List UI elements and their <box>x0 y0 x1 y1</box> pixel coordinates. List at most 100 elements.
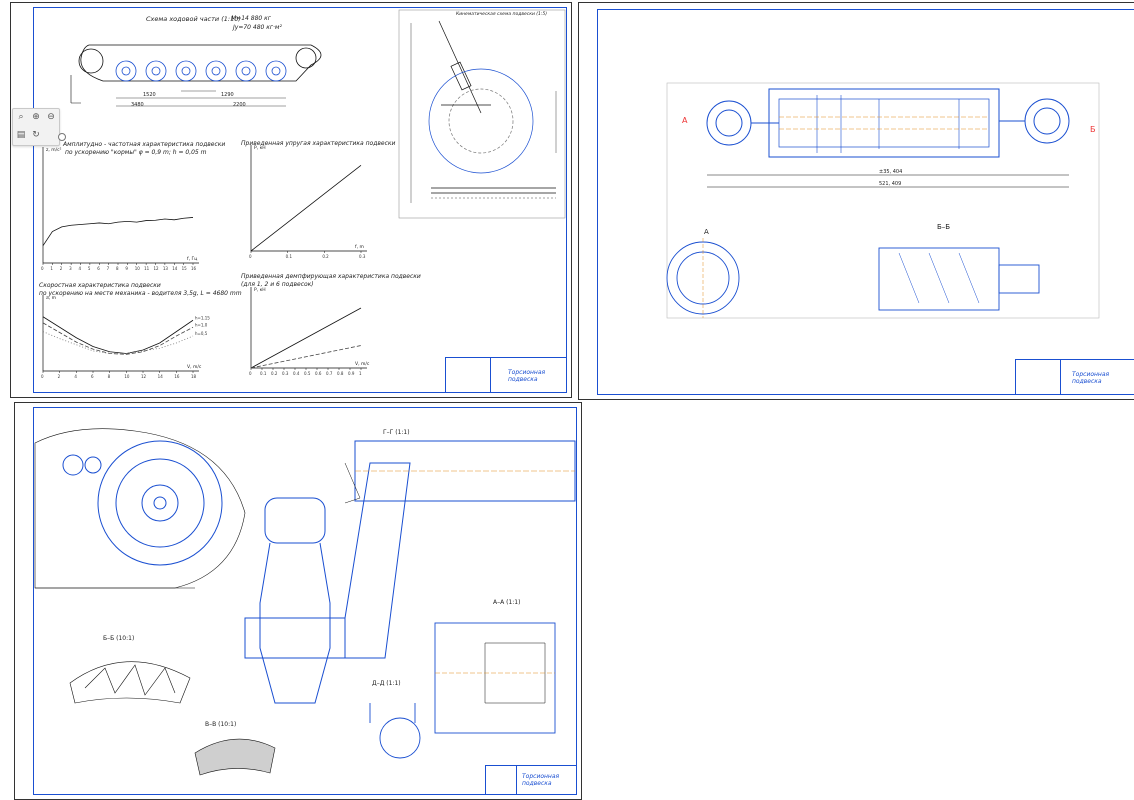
section-aa-label: А–А (1:1) <box>493 599 521 606</box>
x-tick-label: 0.6 <box>315 371 322 376</box>
x-tick-label: 0.5 <box>304 371 311 376</box>
x-tick-label: 0.1 <box>260 371 267 376</box>
chart1-title-line1: Амплитудно - частотная характеристика по… <box>63 141 226 148</box>
x-tick-label: 14 <box>158 374 164 379</box>
title-block-sheet-2: Торсионная подвеска <box>1015 359 1134 395</box>
title-block-title-line1: Торсионная <box>522 773 560 780</box>
sheet-3-drawing <box>34 428 576 776</box>
section-dd-label: Д–Д (1:1) <box>372 680 401 687</box>
x-tick-label: 0.4 <box>293 371 300 376</box>
x-tick-label: 6 <box>97 266 100 271</box>
series-line-2 <box>42 331 194 354</box>
x-tick-label: 4 <box>79 266 82 271</box>
track-scheme <box>70 44 322 107</box>
mass-text: M=14 880 кг <box>231 15 271 22</box>
y-axis-label: P, кН <box>254 287 266 293</box>
dim-1290: 1290 <box>221 92 234 98</box>
x-tick-label: 12 <box>141 374 147 379</box>
x-tick-label: 15 <box>182 266 188 271</box>
sheet-1-chassis-characteristics: Схема ходовой части (1:10) M=14 880 кг J… <box>10 2 572 398</box>
section-dd-drawing <box>369 703 421 759</box>
x-tick-label: 0 <box>249 254 252 259</box>
damper-view-box <box>666 82 1100 319</box>
page-icon[interactable]: ▤ <box>16 130 26 140</box>
zoom-fit-icon[interactable]: ⌕ <box>18 112 24 122</box>
viewer-toolbar: ⌕ ⊕ ⊖ ▤ ↻ <box>12 108 60 146</box>
x-tick-label: 0.3 <box>282 371 289 376</box>
y-axis-label: a, m <box>46 296 56 301</box>
x-axis-label: f, Гц <box>187 256 197 262</box>
x-tick-label: 0 <box>41 266 44 271</box>
chart4-title-line1: Приведенная демпфирующая характеристика … <box>241 273 421 280</box>
x-tick-label: 0 <box>249 371 252 376</box>
chart3-title-line2: по ускорению на месте механика - водител… <box>39 290 242 297</box>
x-tick-label: 0.8 <box>337 371 344 376</box>
zoom-out-icon[interactable]: ⊖ <box>47 112 55 122</box>
x-tick-label: 8 <box>108 374 111 379</box>
x-tick-label: 9 <box>125 266 128 271</box>
series-line-1 <box>250 345 362 369</box>
idler-hub-view <box>34 428 246 589</box>
series-line-1 <box>42 322 194 355</box>
x-tick-label: 1 <box>50 266 53 271</box>
dim-total-1: ±35, 404 <box>879 169 902 175</box>
chart-axes <box>42 147 199 264</box>
x-tick-label: 13 <box>163 266 169 271</box>
series-line-0 <box>250 164 362 252</box>
marker-a-left: А <box>682 116 688 125</box>
sheet-1-frame <box>33 7 567 393</box>
x-tick-label: 18 <box>191 374 197 379</box>
view-a-detail <box>666 238 740 318</box>
chart-axes <box>42 295 199 372</box>
series-line-0 <box>42 316 194 354</box>
section-bb-label: Б–Б <box>937 223 951 231</box>
road-wheel-and-arm <box>244 440 576 704</box>
section-vv-drawing <box>194 738 276 776</box>
series-label-2: h=0,5 <box>195 331 208 336</box>
road-wheels <box>115 60 287 82</box>
series-label-1: h=1,0 <box>195 322 208 327</box>
chart-axes <box>250 287 367 369</box>
rotate-icon[interactable]: ↻ <box>32 130 40 140</box>
sheet-2-drawing: ±35, 404 521, 409 <box>666 82 1100 319</box>
section-aa-drawing <box>434 622 556 734</box>
x-tick-label: 0.1 <box>286 254 293 259</box>
series-label-0: h=1,15 <box>195 315 210 320</box>
x-tick-label: 0.2 <box>322 254 329 259</box>
x-tick-label: 2 <box>58 374 61 379</box>
title-block-title-line2: подвеска <box>522 780 552 787</box>
x-tick-label: 1 <box>359 371 362 376</box>
x-tick-label: 10 <box>124 374 130 379</box>
view-a-label: А <box>704 228 709 236</box>
x-tick-label: 6 <box>91 374 94 379</box>
title-block-title-line2: подвеска <box>1072 378 1102 385</box>
chart-axes <box>250 145 367 252</box>
dim-1520: 1520 <box>143 92 156 98</box>
x-tick-label: 0.2 <box>271 371 278 376</box>
x-tick-label: 16 <box>191 266 197 271</box>
x-axis-label: V, m/c <box>355 361 370 367</box>
dim-3480: 3480 <box>131 102 144 108</box>
toolbar-handle-icon[interactable] <box>58 133 66 141</box>
section-bb-label: Б–Б (10:1) <box>103 635 135 642</box>
section-bb-detail <box>878 247 1040 311</box>
y-axis-label: z, m/c² <box>46 147 62 153</box>
chart4-title-line2: (для 1, 2 и 6 подвесок) <box>241 281 314 288</box>
zoom-in-icon[interactable]: ⊕ <box>32 112 40 122</box>
section-bb-drawing <box>69 661 191 704</box>
sheet-2-shock-absorber: ±35, 404 521, 409 Б–Б А А Б Торсионная п… <box>578 2 1134 400</box>
section-vv-label: В–В (10:1) <box>205 721 237 728</box>
dim-2200: 2200 <box>233 102 246 108</box>
x-tick-label: 10 <box>135 266 141 271</box>
title-block-title-line1: Торсионная <box>508 369 546 376</box>
title-block-sheet-1: Торсионная подвеска <box>445 357 567 393</box>
sheet-2-frame <box>597 9 1134 395</box>
marker-b-right: Б <box>1090 125 1096 134</box>
kinematic-scheme <box>410 20 557 203</box>
title-block-sheet-3: Торсионная подвеска <box>485 765 577 795</box>
x-tick-label: 3 <box>69 266 72 271</box>
